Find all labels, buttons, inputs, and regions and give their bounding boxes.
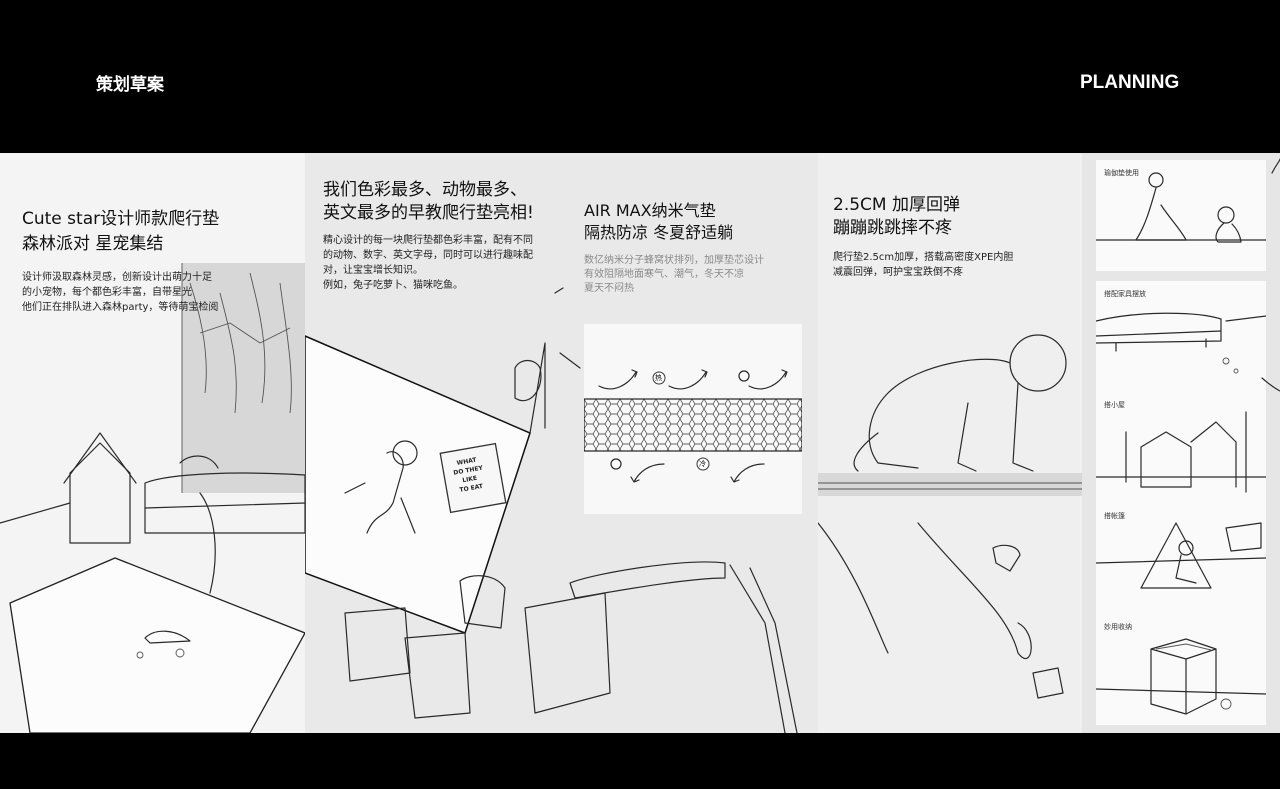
panel2-heading-line1: 我们色彩最多、动物最多、 [323,180,527,200]
panel2-body-line4: 例如，兔子吃萝卜、猫咪吃鱼。 [323,280,463,291]
airmax-body-line1: 数亿纳米分子蜂窝状排列，加厚垫芯设计 [584,255,764,266]
panel-usage-scenes: 瑜伽垫使用 搭配家具摆放 搭小屋 搭帐篷 [1082,153,1280,733]
thumb-label: 妙用收纳 [1104,623,1132,631]
thumb-label: 搭配家具摆放 [1104,290,1146,298]
panel-forest-party: Cute star设计师款爬行垫 森林派对 星宠集结 设计师汲取森林灵感，创新设… [0,153,305,733]
crawling-baby-sketch [818,334,1082,699]
living-room-sketch [0,263,305,733]
panel3-heading-line2: 蹦蹦跳跳摔不疼 [833,218,952,238]
thumb-furniture: 搭配家具摆放 [1096,281,1266,392]
eat-sign: WHAT DO THEY LIKE TO EAT [439,449,502,514]
panel1-body-line3: 他们正在排队进入森林party，等待萌宝检阅 [22,302,219,313]
hot-label: 热 [655,374,662,382]
play-mat-sketch [305,287,798,733]
airmax-body-line2: 有效阻隔地面寒气、潮气，冬天不凉 [584,269,744,280]
panel3-heading-line1: 2.5CM 加厚回弹 [833,195,960,215]
panel-educational-mat: 我们色彩最多、动物最多、 英文最多的早教爬行垫亮相! 精心设计的每一块爬行垫都色… [305,153,818,733]
page-title-en: PLANNING [1080,72,1180,93]
panel2-body-line2: 的动物、数字、英文字母，同时可以进行趣味配 [323,250,533,261]
page-title-cn: 策划草案 [96,75,164,95]
panel2-body-line3: 对，让宝宝增长知识。 [323,265,423,276]
airmax-heading-line2: 隔热防凉 冬夏舒适躺 [584,223,734,242]
panel3-body-line2: 减震回弹，呵护宝宝跌倒不疼 [833,267,963,278]
airmax-body-line3: 夏天不闷热 [584,283,634,294]
panel-thick-rebound: 2.5CM 加厚回弹 蹦蹦跳跳摔不疼 爬行垫2.5cm加厚，搭载高密度XPE内胆… [818,153,1082,733]
panel2-body-line1: 精心设计的每一块爬行垫都色彩丰富，配有不同 [323,235,533,246]
thumb-label: 搭小屋 [1104,401,1125,409]
header-bar: 策划草案 PLANNING [0,0,1280,153]
thumb-label: 瑜伽垫使用 [1104,169,1139,177]
panel2-heading-line2: 英文最多的早教爬行垫亮相! [323,203,534,223]
panel1-heading-line2: 森林派对 星宠集结 [22,234,164,254]
airmax-diagram: 热 冷 [584,324,802,514]
panel1-body-line2: 的小宠物，每个都色彩丰富，自带星光 [22,287,192,298]
panel1-heading-line1: Cute star设计师款爬行垫 [22,209,220,229]
airmax-heading-line1: AIR MAX纳米气垫 [584,201,716,220]
panel3-body-line1: 爬行垫2.5cm加厚，搭载高密度XPE内胆 [833,252,1014,263]
panel1-body-line1: 设计师汲取森林灵感，创新设计出萌力十足 [22,272,212,283]
thumb-label: 搭帐篷 [1104,512,1125,520]
cold-label: 冷 [699,460,706,468]
thumb-tent: 搭帐篷 [1096,503,1266,614]
footer-bar [0,733,1280,789]
thumb-storage: 妙用收纳 [1096,614,1266,725]
thumb-yoga: 瑜伽垫使用 [1096,160,1266,271]
thumb-small-house: 搭小屋 [1096,392,1266,503]
